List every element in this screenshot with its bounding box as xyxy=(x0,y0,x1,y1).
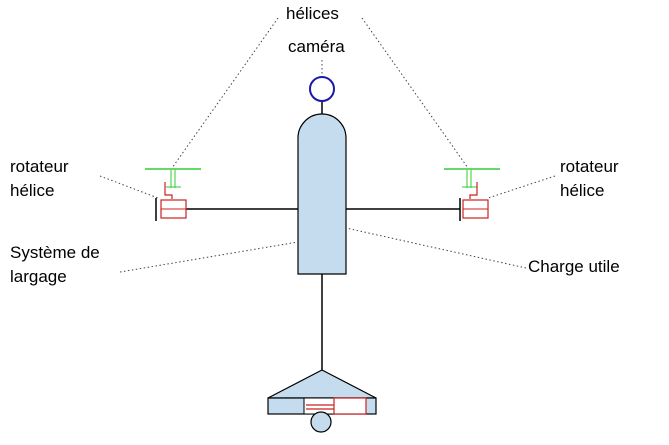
right-rotor-assembly xyxy=(444,168,500,221)
label-release-1: Système de xyxy=(10,243,100,262)
label-rotor-left-2: hélice xyxy=(10,181,54,200)
leader-helices-right xyxy=(361,17,469,169)
label-payload: Charge utile xyxy=(528,257,620,276)
leader-release xyxy=(119,241,299,273)
leader-rotor-right xyxy=(487,175,556,199)
release-system xyxy=(267,369,377,433)
camera xyxy=(309,76,335,115)
label-camera: caméra xyxy=(288,37,345,56)
label-helices: hélices xyxy=(286,4,339,23)
label-rotor-right-1: rotateur xyxy=(560,157,619,176)
release-payload-ball xyxy=(310,411,332,433)
left-rotor-assembly xyxy=(145,168,201,221)
left-rotor-hinge xyxy=(164,182,173,199)
leader-lines xyxy=(99,17,556,273)
label-release-2: largage xyxy=(10,267,67,286)
release-cone xyxy=(267,369,377,399)
label-rotor-left-1: rotateur xyxy=(10,157,69,176)
camera-lens xyxy=(309,76,335,102)
release-motor xyxy=(333,397,367,415)
leader-helices-left xyxy=(171,17,279,169)
right-rotor-hinge xyxy=(469,182,478,199)
leader-rotor-left xyxy=(99,175,159,199)
payload-body xyxy=(297,113,347,275)
leader-payload xyxy=(345,227,527,269)
label-rotor-right-2: hélice xyxy=(560,181,604,200)
